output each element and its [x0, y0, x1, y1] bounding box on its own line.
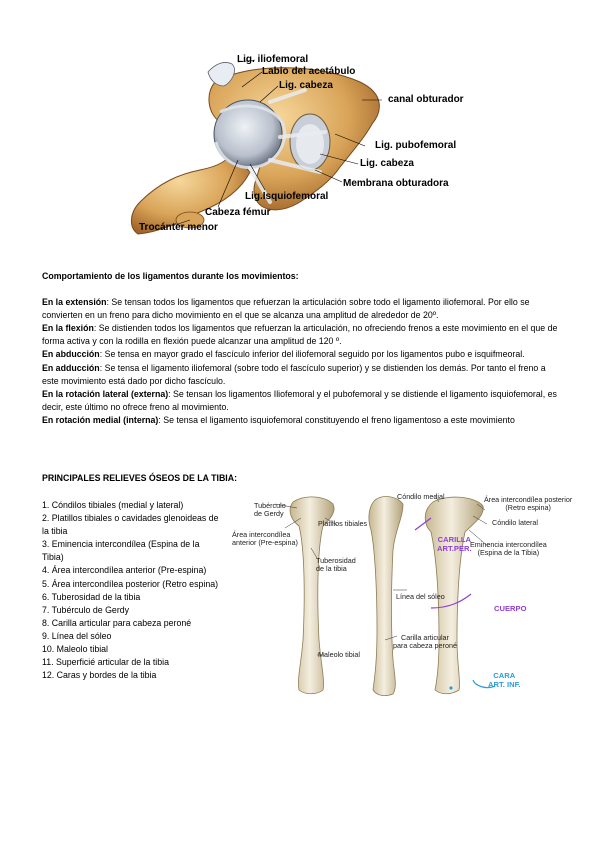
ligament-paragraph: En la flexión: Se distienden todos los l… — [42, 323, 558, 347]
list-item: 8. Carilla articular para cabeza peroné — [42, 617, 192, 628]
label-trocanter-menor: Trocánter menor — [139, 222, 218, 233]
label-linea-soleo: Línea del sóleo — [396, 592, 445, 601]
label-labio-acetabulo: Labio del acetábulo — [262, 66, 356, 77]
label-area-posterior: Área intercondílea posterior (Retro espi… — [484, 495, 573, 512]
tibia-bone-lateral — [368, 496, 404, 697]
label-cuerpo: CUERPO — [494, 604, 527, 613]
ligament-paragraph: En adducción: Se tensa el ligamento ilio… — [42, 362, 546, 386]
list-item: 6. Tuberosidad de la tibia — [42, 591, 141, 602]
tibia-bone-anterior — [289, 496, 335, 695]
hip-joint-illustration — [131, 59, 382, 235]
label-lig-cabeza-mid: Lig. cabeza — [360, 158, 414, 169]
list-item: 9. Línea del sóleo — [42, 630, 112, 641]
label-lig-pubofemoral: Lig. pubofemoral — [375, 140, 457, 151]
tibia-bone-posterior — [424, 496, 484, 695]
label-canal-obturador: canal obturador — [388, 94, 464, 105]
ligament-paragraph: En abducción: Se tensa en mayor grado el… — [42, 349, 525, 360]
tibia-title: PRINCIPALES RELIEVES ÓSEOS DE LA TIBIA: — [42, 473, 238, 483]
label-eminencia: Eminencia intercondílea (Espina de la Ti… — [470, 540, 547, 557]
list-item: 4. Área intercondílea anterior (Pre-espi… — [42, 565, 207, 576]
label-maleolo: Maleolo tibial — [318, 650, 360, 659]
label-membrana-obturadora: Membrana obturadora — [343, 178, 449, 189]
list-item: 5. Área intercondílea posterior (Retro e… — [42, 578, 219, 589]
label-cara-art-inf: CARA ART. INF. — [488, 671, 521, 689]
label-tuberculo-gerdy: Tubérculo de Gerdy — [254, 501, 286, 518]
label-condilo-lateral: Cóndilo lateral — [492, 518, 538, 527]
label-condilo-medial: Cóndilo medial — [397, 492, 445, 501]
label-carilla-art-per: CARILLA ART.PER. — [437, 535, 472, 553]
label-tuberosidad: Tuberosidad de la tibia — [316, 556, 356, 573]
ligament-paragraph: En rotación medial (interna): Se tensa e… — [42, 414, 515, 425]
ligament-paragraph: En la rotación lateral (externa): Se ten… — [42, 388, 557, 412]
list-item: 11. Superficié articular de la tibia — [42, 657, 169, 668]
label-area-anterior: Área intercondílea anterior (Pre-espina) — [232, 530, 298, 547]
ligament-paragraph: En la extensión: Se tensan todos los lig… — [42, 297, 530, 321]
label-lig-isquiofemoral: Lig.Isquiofemoral — [245, 191, 329, 202]
label-carilla-articular: Carilla articular para cabeza peroné — [393, 633, 457, 650]
tibia-list: 1. Cóndilos tibiales (medial y lateral) … — [42, 499, 220, 682]
ligaments-title: Comportamiento de los ligamentos durante… — [42, 271, 299, 281]
list-item: 10. Maleolo tibial — [42, 644, 109, 655]
list-item: 7. Tubérculo de Gerdy — [42, 604, 130, 615]
list-item: 12. Caras y bordes de la tibia — [42, 670, 157, 681]
label-lig-iliofemoral: Lig. iliofemoral — [237, 54, 309, 65]
ligaments-section: Comportamiento de los ligamentos durante… — [42, 270, 562, 427]
list-item: 3. Eminencia intercondílea (Espina de la… — [42, 539, 200, 563]
label-platillos: Platillos tibiales — [318, 519, 368, 528]
tibia-illustration — [274, 495, 496, 697]
label-cabeza-femur: Cabeza fémur — [205, 207, 271, 218]
label-lig-cabeza-top: Lig. cabeza — [279, 80, 333, 91]
list-item: 1. Cóndilos tibiales (medial y lateral) — [42, 500, 184, 510]
list-item: 2. Platillos tibiales o cavidades glenoi… — [42, 513, 219, 537]
